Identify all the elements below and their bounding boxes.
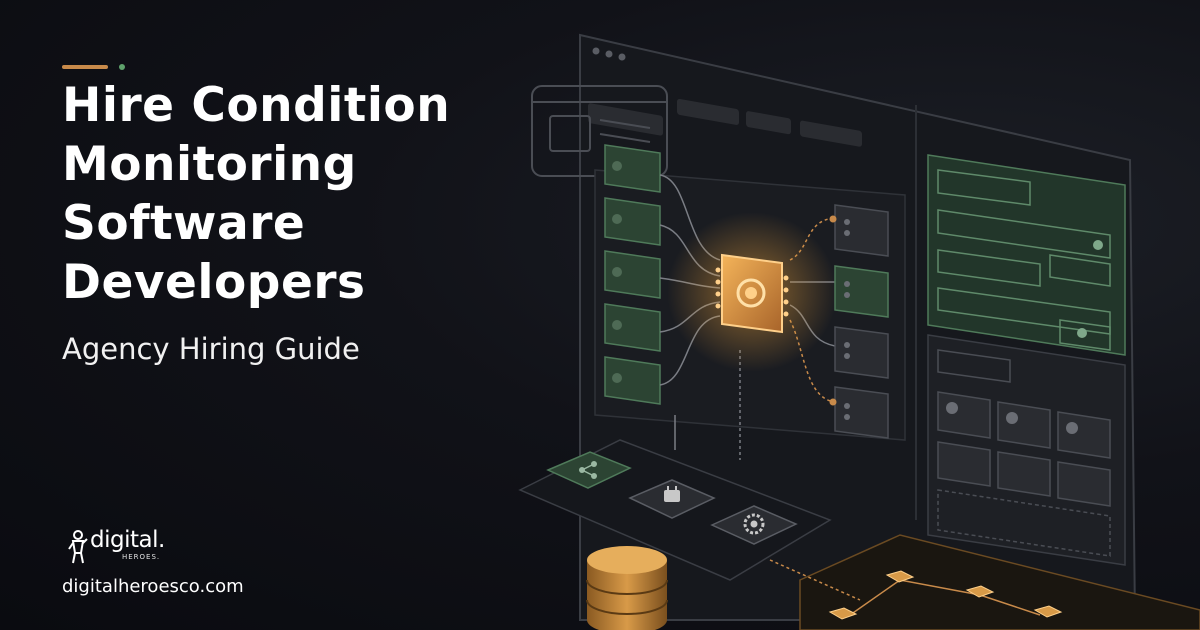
metrics-panel bbox=[927, 334, 1126, 566]
hero-text-block: Hire Condition Monitoring Software Devel… bbox=[62, 62, 522, 366]
database-icon bbox=[586, 546, 668, 630]
settings-form-panel bbox=[927, 154, 1126, 356]
share-icon bbox=[546, 451, 632, 489]
dashboard-illustration bbox=[518, 33, 1200, 630]
network-board bbox=[769, 534, 1200, 630]
processor-chip-icon bbox=[667, 212, 837, 372]
title-line: Monitoring bbox=[62, 137, 357, 192]
accent-bar bbox=[62, 65, 108, 69]
page-subtitle: Agency Hiring Guide bbox=[62, 332, 360, 366]
brand-subname: HEROES. bbox=[122, 553, 161, 561]
left-card-column bbox=[604, 144, 661, 405]
title-line: Software bbox=[62, 196, 306, 251]
accent-decoration bbox=[62, 62, 522, 72]
brand-name: digital. bbox=[90, 527, 165, 553]
plug-icon bbox=[628, 479, 716, 519]
brand-logo: digital. HEROES. bbox=[68, 527, 165, 567]
title-line: Developers bbox=[62, 255, 366, 310]
title-line: Hire Condition bbox=[62, 78, 451, 133]
right-card-column bbox=[834, 204, 889, 439]
page-title: Hire Condition Monitoring Software Devel… bbox=[62, 76, 522, 312]
accent-dot bbox=[119, 64, 125, 70]
hero-figure-icon bbox=[68, 530, 88, 564]
website-link[interactable]: digitalheroesco.com bbox=[62, 576, 244, 597]
gear-icon bbox=[710, 505, 798, 545]
tool-tray bbox=[518, 439, 832, 581]
